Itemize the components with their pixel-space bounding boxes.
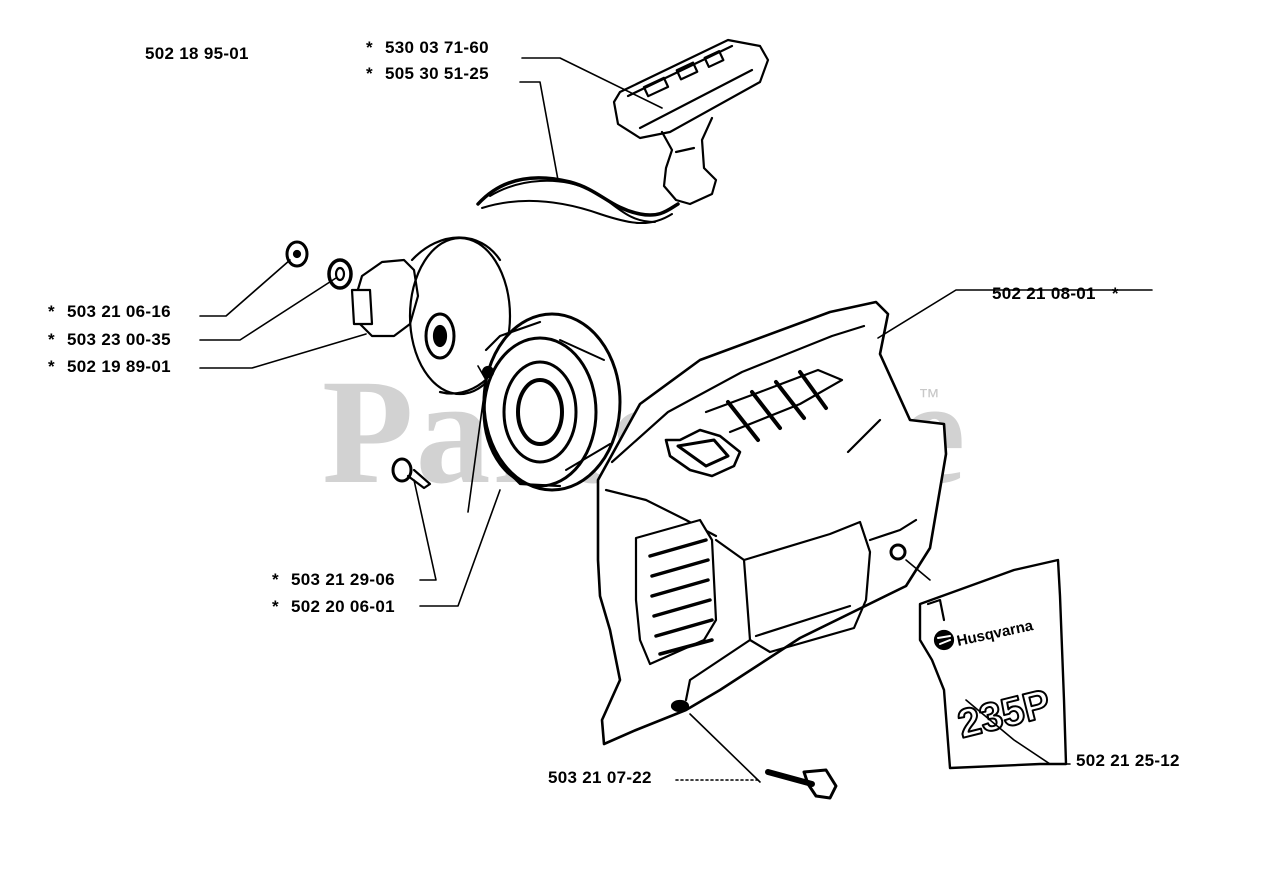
star-marker: * [366, 64, 373, 83]
part-number: 530 03 71-60 [385, 38, 489, 57]
leader-lines [199, 57, 1153, 783]
label-screw-small[interactable]: * 503 21 29-06 [272, 570, 395, 590]
decal-part: Husqvarna 235P [918, 558, 1068, 770]
part-number: 503 23 00-35 [67, 330, 171, 349]
label-spring-housing[interactable]: * 502 20 06-01 [272, 597, 395, 617]
bottom-screw-part [765, 768, 838, 800]
star-marker: * [48, 302, 55, 321]
starter-handle [612, 38, 770, 206]
trademark-symbol: ™ [918, 384, 940, 409]
star-marker: * [1111, 284, 1119, 303]
label-decal[interactable]: 502 21 25-12 [1076, 751, 1180, 771]
pulley-part [350, 236, 512, 396]
star-marker: * [366, 38, 373, 57]
label-bottom-screw[interactable]: 503 21 07-22 [548, 768, 652, 788]
star-marker: * [48, 357, 55, 376]
starter-rope [476, 176, 680, 225]
part-number: 502 19 89-01 [67, 357, 171, 376]
label-washer[interactable]: * 503 23 00-35 [48, 330, 171, 350]
label-screw-top[interactable]: * 503 21 06-16 [48, 302, 171, 322]
spring-housing-part [481, 312, 622, 492]
part-number: 503 21 06-16 [67, 302, 171, 321]
small-screw-part [391, 457, 432, 490]
label-pulley[interactable]: * 502 19 89-01 [48, 357, 171, 377]
starter-cover-part [596, 300, 948, 746]
part-number: 502 20 06-01 [291, 597, 395, 616]
part-number: 502 21 25-12 [1076, 751, 1180, 770]
part-number: 502 21 08-01 [992, 284, 1096, 303]
diagram-code-label: 502 18 95-01 [145, 44, 249, 63]
part-number: 505 30 51-25 [385, 64, 489, 83]
label-cover[interactable]: 502 21 08-01 * [992, 284, 1119, 304]
husqvarna-logo-icon [933, 629, 955, 651]
washer-part [327, 258, 353, 290]
part-number: 503 21 29-06 [291, 570, 395, 589]
top-screw-part [285, 240, 309, 268]
label-handle-b[interactable]: * 505 30 51-25 [366, 64, 489, 84]
star-marker: * [48, 330, 55, 349]
star-marker: * [272, 570, 279, 589]
label-handle-a[interactable]: * 530 03 71-60 [366, 38, 489, 58]
part-number: 503 21 07-22 [548, 768, 652, 787]
star-marker: * [272, 597, 279, 616]
